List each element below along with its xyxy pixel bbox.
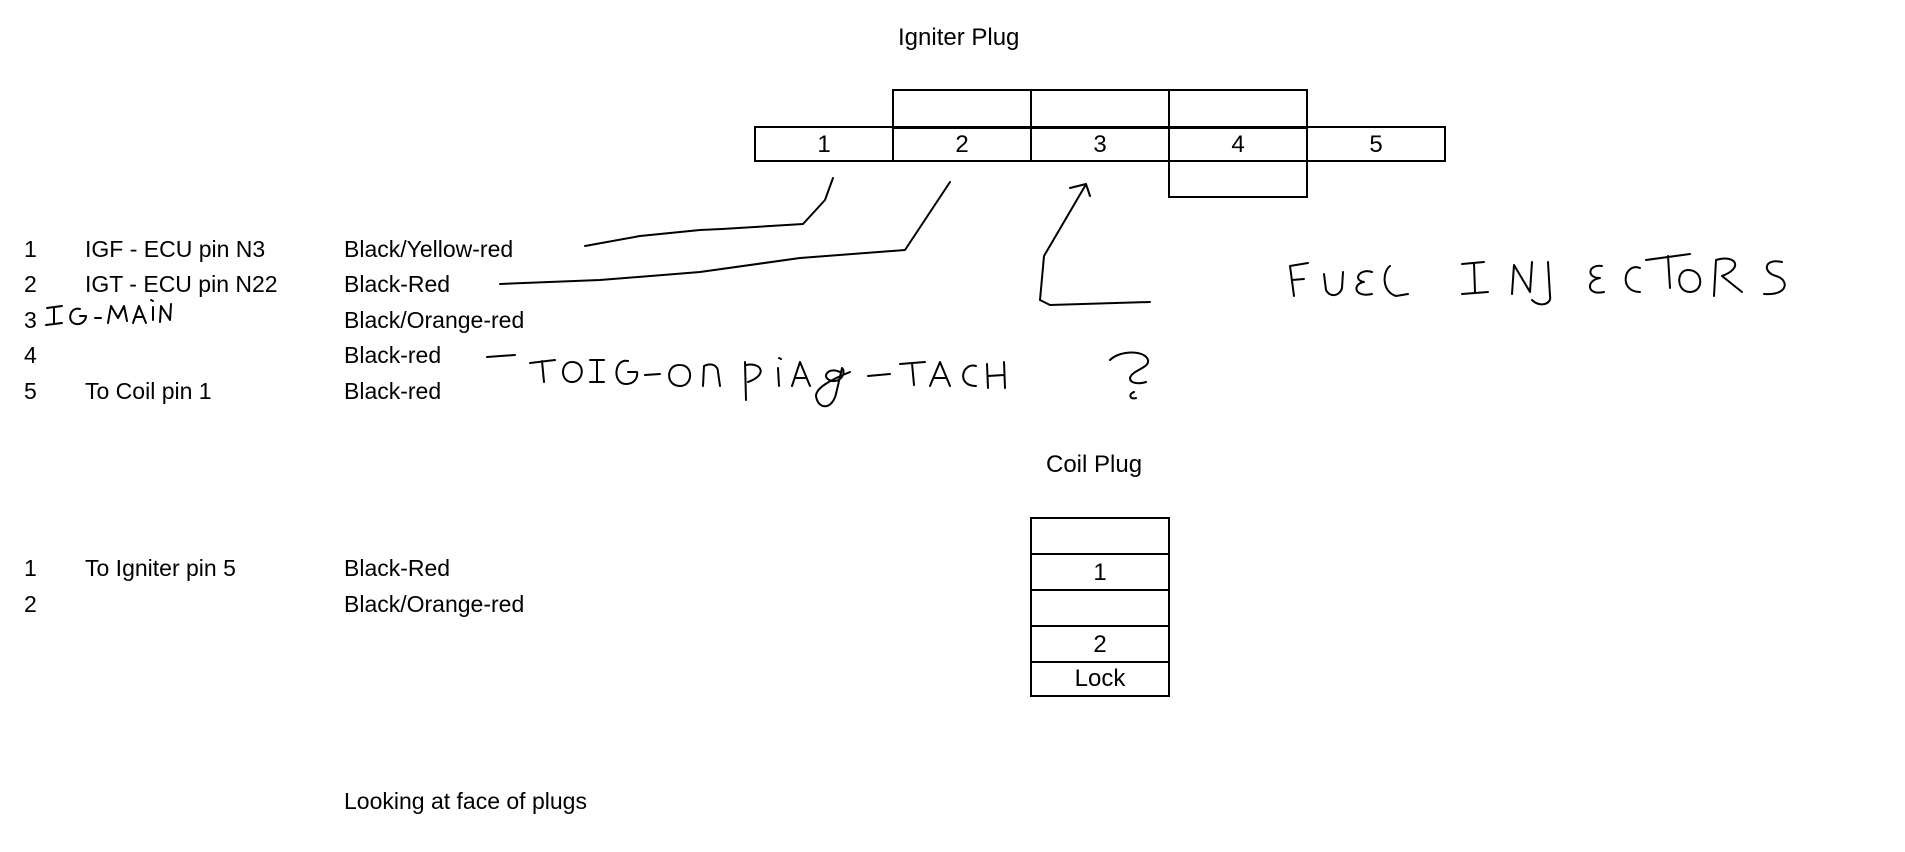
igniter-row-5-desc: To Coil pin 1 [85,378,212,404]
coil-slot-label: Lock [1074,665,1126,692]
igniter-pin-label: 2 [955,131,969,158]
pin1-leader-line [584,177,834,247]
igniter-plug-title: Igniter Plug [898,24,1020,51]
igniter-row-2-wire: Black-Red [344,271,451,297]
igniter-row-1-wire: Black/Yellow-red [344,236,514,262]
coil-row-2-wire: Black/Orange-red [344,591,525,617]
igniter-row-4-wire: Black-red [344,342,442,368]
pin3-arrow [1039,183,1151,306]
coil-slot-label: 1 [1093,559,1107,586]
coil-slot-2: 2 [1030,625,1170,663]
coil-slot-lock: Lock [1030,661,1170,697]
coil-row-1-wire: Black-Red [344,555,451,581]
igniter-row-1-pin: 1 [24,236,37,262]
footer-note: Looking at face of plugs [344,788,587,814]
igniter-row-2-pin: 2 [24,271,37,297]
coil-slot-blank-middle [1030,589,1170,627]
igniter-row-3-pin: 3 [24,307,37,333]
coil-row-2-pin: 2 [24,591,37,617]
coil-row-1-desc: To Igniter pin 5 [85,555,236,581]
igniter-pin-label: 4 [1231,131,1245,158]
pin2-leader-line [499,181,951,285]
igniter-row-5-wire: Black-red [344,378,442,404]
pin4-handwriting [529,351,1150,408]
coil-slot-blank-top [1030,517,1170,555]
igniter-pin-5: 5 [1306,126,1446,162]
igniter-row-3-wire: Black/Orange-red [344,307,525,333]
coil-slot-label: 2 [1093,631,1107,658]
igniter-pin-label: 5 [1369,131,1383,158]
igniter-row-2-desc: IGT - ECU pin N22 [85,271,278,297]
igmain-handwriting [45,299,172,326]
coil-slot-1: 1 [1030,553,1170,591]
fuel-injectors-handwriting [1289,253,1786,306]
pin4-dash [486,354,516,358]
coil-plug-title: Coil Plug [1046,451,1143,478]
igniter-row-5-pin: 5 [24,378,37,404]
igniter-upper-tab-4 [1168,89,1308,129]
igniter-pin-label: 1 [817,131,831,158]
igniter-row-1-desc: IGF - ECU pin N3 [85,236,266,262]
igniter-pin-label: 3 [1093,131,1107,158]
igniter-row-4-pin: 4 [24,342,37,368]
coil-row-1-pin: 1 [24,555,37,581]
